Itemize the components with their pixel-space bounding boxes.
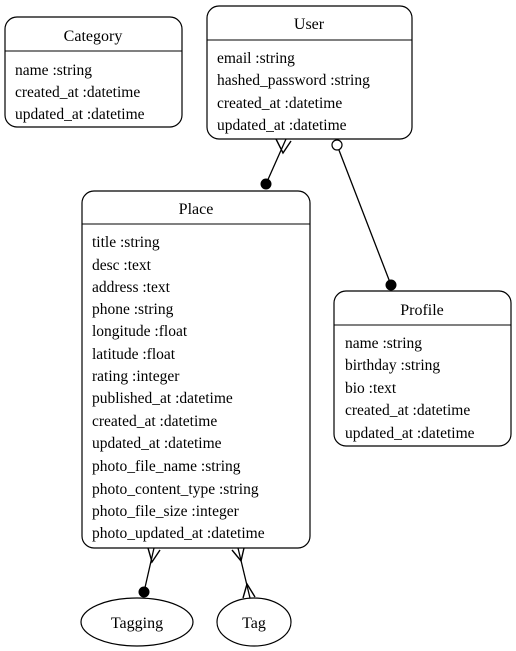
entity-category: Category name :string created_at :dateti… <box>4 16 183 128</box>
open-dot-user-profile <box>331 139 343 151</box>
category-title: Category <box>64 28 123 45</box>
edge-user-profile <box>336 144 392 286</box>
place-attr: phone :string <box>92 301 174 318</box>
category-box <box>4 16 183 128</box>
edge-place-tagging <box>143 547 155 593</box>
entity-profile: Profile name :string birthday :string bi… <box>333 290 512 447</box>
category-attr: name :string <box>15 62 92 79</box>
place-attr: rating :integer <box>92 368 180 385</box>
node-tagging: Tagging <box>80 597 194 647</box>
user-box <box>206 5 413 140</box>
place-attr: address :text <box>92 279 171 296</box>
node-tag: Tag <box>216 597 292 647</box>
tagging-ellipse <box>80 597 194 647</box>
place-attr: photo_updated_at :datetime <box>92 525 265 542</box>
category-attr: updated_at :datetime <box>15 106 145 123</box>
crow-foot-user-place <box>275 138 292 155</box>
user-title: User <box>294 16 325 33</box>
edge-place-tag <box>237 547 251 599</box>
entity-place: Place title :string desc :text address :… <box>81 190 311 549</box>
place-attr: photo_file_name :string <box>92 458 241 475</box>
place-attr: photo_file_size :integer <box>92 503 240 520</box>
place-attr: published_at :datetime <box>92 390 233 407</box>
tag-ellipse <box>216 597 292 647</box>
profile-title: Profile <box>400 302 444 319</box>
dot-profile-top <box>385 279 397 291</box>
profile-attr: created_at :datetime <box>345 402 470 419</box>
user-attr: email :string <box>217 50 295 67</box>
place-attr: title :string <box>92 234 160 251</box>
crow-foot-place-tag <box>231 547 245 563</box>
tag-label: Tag <box>242 615 266 632</box>
entity-user: User email :string hashed_password :stri… <box>206 5 413 140</box>
place-attr: updated_at :datetime <box>92 435 222 452</box>
relation-markers <box>138 138 397 599</box>
user-attr: updated_at :datetime <box>217 117 347 134</box>
dot-tagging-top <box>138 586 150 598</box>
place-attr: longitude :float <box>92 323 188 340</box>
dot-place-top <box>260 178 272 190</box>
category-attr: created_at :datetime <box>15 84 140 101</box>
profile-attr: updated_at :datetime <box>345 425 475 442</box>
user-attr: created_at :datetime <box>217 95 342 112</box>
profile-box <box>333 290 512 447</box>
place-title: Place <box>179 201 214 218</box>
crow-foot-tag <box>242 582 256 599</box>
user-attr: hashed_password :string <box>217 72 370 89</box>
place-attr: photo_content_type :string <box>92 481 259 498</box>
place-box <box>81 190 311 549</box>
place-attr: desc :text <box>92 257 152 274</box>
profile-attr: birthday :string <box>345 357 440 374</box>
profile-attr: name :string <box>345 335 422 352</box>
place-attr: created_at :datetime <box>92 413 217 430</box>
tagging-label: Tagging <box>111 615 163 632</box>
edge-user-place <box>265 138 287 185</box>
profile-attr: bio :text <box>345 380 397 397</box>
crow-foot-place-tagging <box>147 547 161 564</box>
relation-edges <box>143 138 392 599</box>
place-attr: latitude :float <box>92 346 176 363</box>
